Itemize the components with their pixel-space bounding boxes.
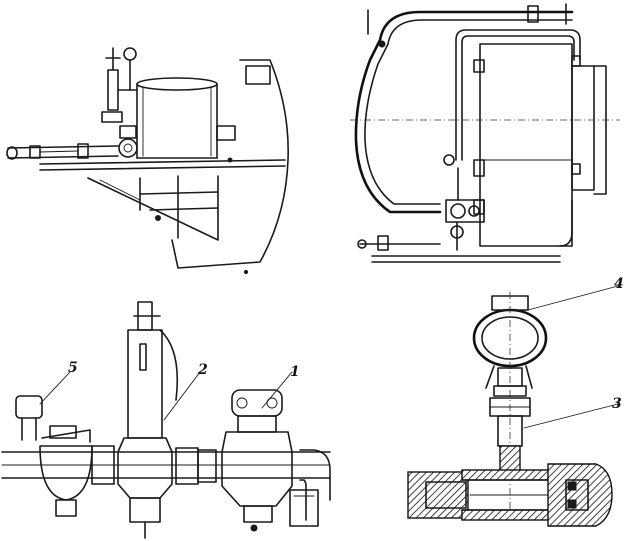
callout-5: 5 (68, 360, 78, 376)
valve-1 (221, 389, 293, 532)
callout-1: 1 (290, 364, 300, 380)
valve-block-plan (443, 154, 485, 251)
porthole-window (245, 65, 271, 85)
pressure-gauge (123, 47, 137, 61)
valve-2 (117, 301, 179, 539)
valve-body-section (407, 463, 613, 527)
callout-2: 2 (197, 362, 208, 378)
support-frame (87, 175, 219, 241)
valve-5 (15, 395, 93, 517)
section-view: 4 3 (407, 276, 624, 527)
tank (136, 77, 236, 159)
plan-view (350, 3, 620, 263)
pipe-line-left (6, 143, 119, 160)
elbow-fitting (289, 449, 331, 527)
side-view (6, 47, 289, 275)
tank-footprint (479, 43, 573, 247)
valve-cluster (101, 47, 138, 158)
valve-assembly-view: 5 2 1 (1, 301, 331, 539)
callout-3: 3 (612, 396, 622, 412)
callout-4: 4 (614, 276, 624, 292)
